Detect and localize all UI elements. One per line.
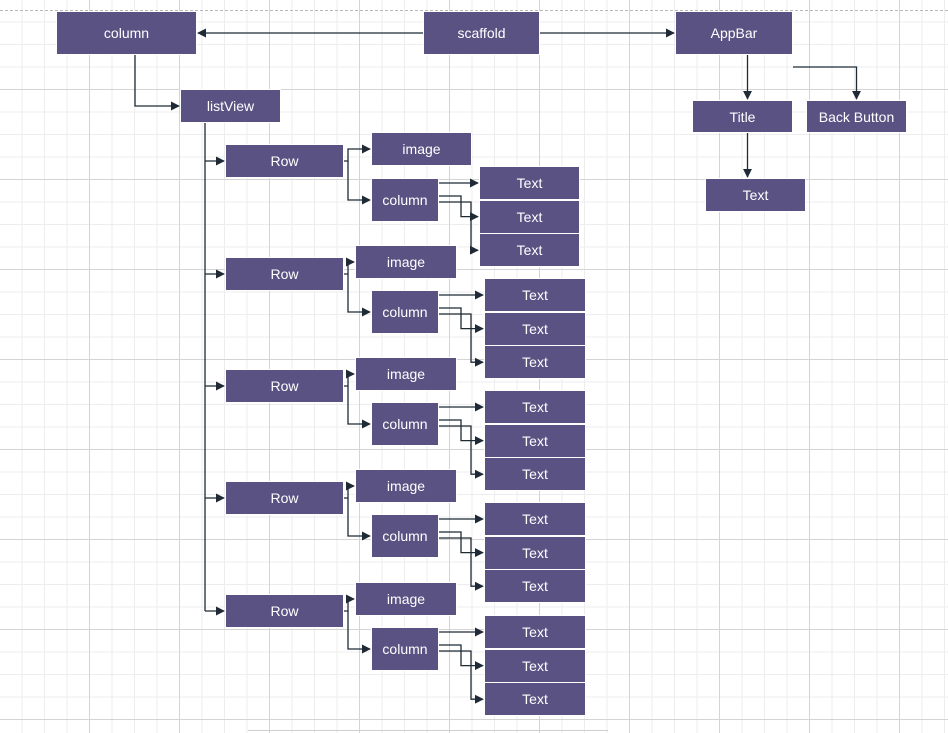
- row-node[interactable]: Row: [225, 257, 344, 291]
- text-node[interactable]: Text: [484, 278, 586, 312]
- row-to-column-connector: [347, 498, 371, 541]
- row-to-image-connector: [344, 257, 355, 275]
- image-node[interactable]: image: [355, 582, 457, 616]
- column-to-text-connector: [439, 650, 484, 704]
- image-node[interactable]: image: [355, 245, 457, 279]
- appbar-node[interactable]: AppBar: [675, 11, 793, 55]
- text-node[interactable]: Text: [484, 502, 586, 536]
- column-to-text-connector: [439, 644, 484, 671]
- text-node[interactable]: Text: [484, 569, 586, 604]
- text-node[interactable]: Text: [484, 615, 586, 649]
- row-to-image-connector: [344, 481, 355, 499]
- text-node[interactable]: Text: [484, 535, 586, 570]
- image-node[interactable]: image: [371, 132, 472, 166]
- column-to-listview-connector: [134, 55, 180, 111]
- text-node[interactable]: Text: [484, 457, 586, 492]
- text-node[interactable]: Text: [479, 199, 580, 234]
- text-node[interactable]: Text: [484, 423, 586, 458]
- listview-node[interactable]: listView: [180, 89, 281, 123]
- appbar-title-node[interactable]: Title: [692, 100, 793, 133]
- column-to-text-connector: [439, 307, 484, 334]
- row-to-image-connector: [344, 144, 371, 162]
- row-node[interactable]: Row: [225, 369, 344, 403]
- column-node[interactable]: column: [371, 290, 439, 334]
- column-node[interactable]: column: [371, 514, 439, 558]
- row-node[interactable]: Row: [225, 481, 344, 515]
- text-node[interactable]: Text: [484, 311, 586, 346]
- column-node[interactable]: column: [371, 627, 439, 671]
- row-to-image-connector: [344, 369, 355, 387]
- text-node[interactable]: Text: [484, 390, 586, 424]
- row-to-column-connector: [347, 611, 371, 654]
- image-node[interactable]: image: [355, 357, 457, 391]
- canvas-bottom-edge: [248, 730, 608, 731]
- row-node[interactable]: Row: [225, 144, 344, 178]
- canvas-top-edge: [0, 10, 948, 11]
- text-node[interactable]: Text: [484, 648, 586, 683]
- image-node[interactable]: image: [355, 469, 457, 503]
- column-to-text-connector: [439, 419, 484, 446]
- appbar-back-button-node[interactable]: Back Button: [806, 100, 907, 133]
- text-node[interactable]: Text: [484, 682, 586, 717]
- row-node[interactable]: Row: [225, 594, 344, 628]
- appbar-title-text-node[interactable]: Text: [705, 178, 806, 212]
- column-node[interactable]: column: [371, 402, 439, 446]
- row-to-column-connector: [347, 274, 371, 317]
- text-node[interactable]: Text: [479, 166, 580, 200]
- column-to-text-connector: [439, 195, 479, 222]
- row-to-column-connector: [347, 386, 371, 429]
- scaffold-node[interactable]: scaffold: [423, 11, 540, 55]
- column-to-text-connector: [439, 201, 479, 255]
- body-column-node[interactable]: column: [56, 11, 197, 55]
- column-to-text-connector: [439, 425, 484, 479]
- row-to-column-connector: [347, 161, 371, 205]
- row-to-image-connector: [344, 594, 355, 612]
- text-node[interactable]: Text: [484, 345, 586, 380]
- text-node[interactable]: Text: [479, 233, 580, 268]
- column-node[interactable]: column: [371, 178, 439, 222]
- column-to-text-connector: [439, 531, 484, 558]
- appbar-to-back-button-connector: [793, 66, 861, 100]
- column-to-text-connector: [439, 313, 484, 367]
- column-to-text-connector: [439, 537, 484, 591]
